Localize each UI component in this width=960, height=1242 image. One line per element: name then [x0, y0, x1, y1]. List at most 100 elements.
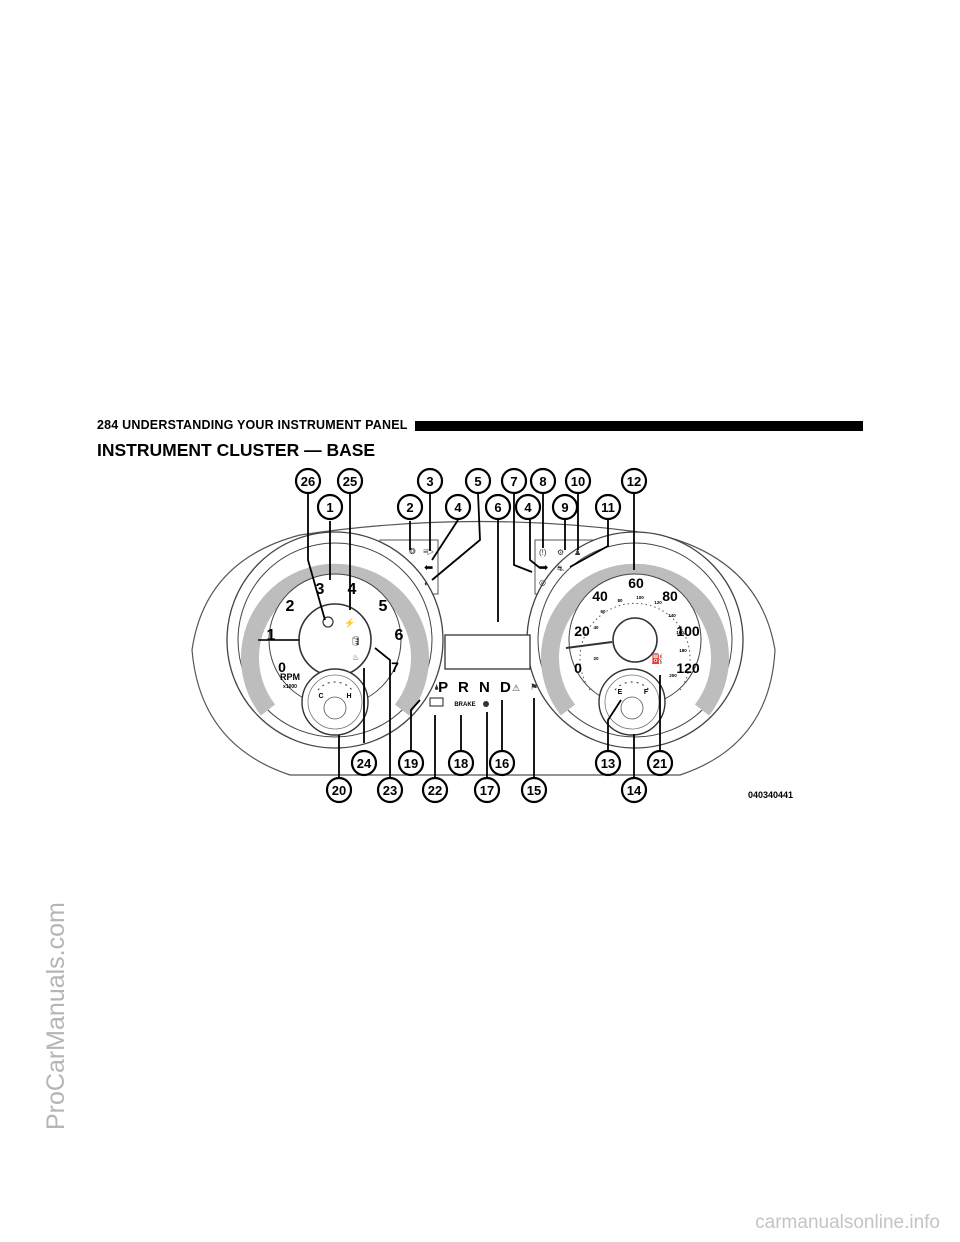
speed-number: 120: [676, 660, 700, 676]
fuel-pump-icon: ⛽: [651, 652, 663, 665]
callout-20: 20: [325, 776, 353, 804]
watermark-procarmanuals: ProCarManuals.com: [42, 902, 70, 1130]
callout-16: 16: [488, 749, 516, 777]
battery-icon: [429, 697, 444, 707]
callout-19: 19: [397, 749, 425, 777]
section-title: INSTRUMENT CLUSTER — BASE: [97, 440, 376, 460]
callout-22: 22: [421, 776, 449, 804]
callout-23: 23: [376, 776, 404, 804]
leader-lines: [307, 492, 661, 780]
esc-off-icon: ⛐: [557, 564, 564, 573]
svg-text:16: 16: [495, 756, 509, 771]
page-header: 284 UNDERSTANDING YOUR INSTRUMENT PANEL: [97, 418, 408, 432]
engine-temp-icon: ♨: [352, 653, 359, 662]
svg-text:10: 10: [571, 474, 585, 489]
tach-rpm-sublabel: x1000: [283, 684, 297, 690]
fuel-full-label: F: [644, 689, 649, 696]
kmh-number: 180: [679, 648, 687, 653]
parking-lights-icon: ◐: [424, 579, 429, 588]
callout-18: 18: [447, 749, 475, 777]
callout-1: 1: [316, 493, 344, 521]
kmh-number: 40: [593, 625, 599, 630]
svg-text:22: 22: [428, 783, 442, 798]
front-fog-icon: ❂: [409, 547, 416, 556]
svg-text:13: 13: [601, 756, 615, 771]
svg-text:12: 12: [627, 474, 641, 489]
watermark-carmanualsonline: carmanualsonline.info: [755, 1212, 940, 1233]
svg-text:15: 15: [527, 783, 541, 798]
brake-indicator: BRAKE: [454, 702, 475, 708]
speedometer: 0 20 40 60 80 100 120 20 40 60 80 100 12…: [526, 531, 744, 749]
tach-number: 4: [348, 581, 357, 598]
callout-12: 12: [620, 467, 648, 495]
tach-number: 7: [391, 659, 399, 675]
speed-number: 0: [574, 660, 582, 676]
svg-text:21: 21: [653, 756, 667, 771]
callout-5: 5: [464, 467, 492, 495]
charging-warning-icon: ⚡: [344, 617, 355, 629]
svg-text:8: 8: [539, 474, 546, 489]
gear-indicator: P R N D: [438, 679, 514, 696]
svg-text:3: 3: [426, 474, 433, 489]
speed-number: 80: [662, 588, 678, 604]
kmh-number: 200: [669, 673, 677, 678]
kmh-number: 140: [668, 613, 676, 618]
tach-number: 1: [267, 627, 276, 644]
washer-fluid-icon: 🌢: [434, 682, 439, 692]
turn-left-icon: ⬅: [424, 562, 433, 574]
svg-text:9: 9: [561, 500, 568, 515]
callout-9: 9: [551, 493, 579, 521]
svg-text:25: 25: [343, 474, 357, 489]
speed-number: 20: [574, 623, 590, 639]
svg-text:4: 4: [524, 500, 532, 515]
abs-icon: ◎: [539, 578, 546, 587]
callout-8: 8: [529, 467, 557, 495]
callout-25: 25: [336, 467, 364, 495]
temp-hot-label: H: [346, 693, 351, 700]
odometer-display: [444, 634, 531, 670]
temperature-gauge: C H: [301, 668, 369, 736]
svg-text:20: 20: [332, 783, 346, 798]
callout-15: 15: [520, 776, 548, 804]
svg-text:1: 1: [326, 500, 333, 515]
figure-id: 040340441: [748, 790, 793, 800]
callout-10: 10: [564, 467, 592, 495]
callout-21: 21: [646, 749, 674, 777]
fuel-empty-label: E: [618, 689, 623, 696]
callout-2: 2: [396, 493, 424, 521]
callout-11: 11: [594, 493, 622, 521]
seatbelt-icon: ♟: [574, 548, 581, 557]
temp-cold-label: C: [318, 693, 323, 700]
tpms-icon: (!): [539, 548, 547, 557]
callout-13: 13: [594, 749, 622, 777]
callout-3: 3: [416, 467, 444, 495]
callout-14: 14: [620, 776, 648, 804]
kmh-number: 60: [600, 609, 606, 614]
tachometer: 0 1 2 3 4 5 6 7 RPM x1000 ⚡ 🛢 ♨: [226, 531, 444, 749]
turn-right-icon: ➡: [539, 562, 548, 574]
svg-text:14: 14: [627, 783, 642, 798]
kmh-number: 80: [617, 598, 623, 603]
speed-number: 60: [628, 575, 644, 591]
callout-26: 26: [294, 467, 322, 495]
tach-number: 5: [379, 598, 388, 615]
callout-24: 24: [350, 749, 378, 777]
callout-6: 6: [484, 493, 512, 521]
fuel-gauge: E F: [598, 668, 666, 736]
speed-number: 100: [676, 623, 700, 639]
svg-text:17: 17: [480, 783, 494, 798]
callout-4-left: 4: [444, 493, 472, 521]
tach-number: 2: [286, 598, 295, 615]
svg-text:18: 18: [454, 756, 468, 771]
door-ajar-icon: ⚠: [512, 683, 520, 693]
tach-number: 0: [278, 659, 286, 675]
svg-text:23: 23: [383, 783, 397, 798]
callout-4-right: 4: [514, 493, 542, 521]
kmh-number: 160: [676, 630, 684, 635]
header-rule: [415, 421, 863, 431]
airbag-icon: ⚑: [530, 682, 538, 692]
kmh-number: 20: [593, 656, 599, 661]
kmh-number: 120: [654, 600, 662, 605]
tach-number: 6: [395, 627, 404, 644]
tach-number: 3: [316, 581, 325, 598]
